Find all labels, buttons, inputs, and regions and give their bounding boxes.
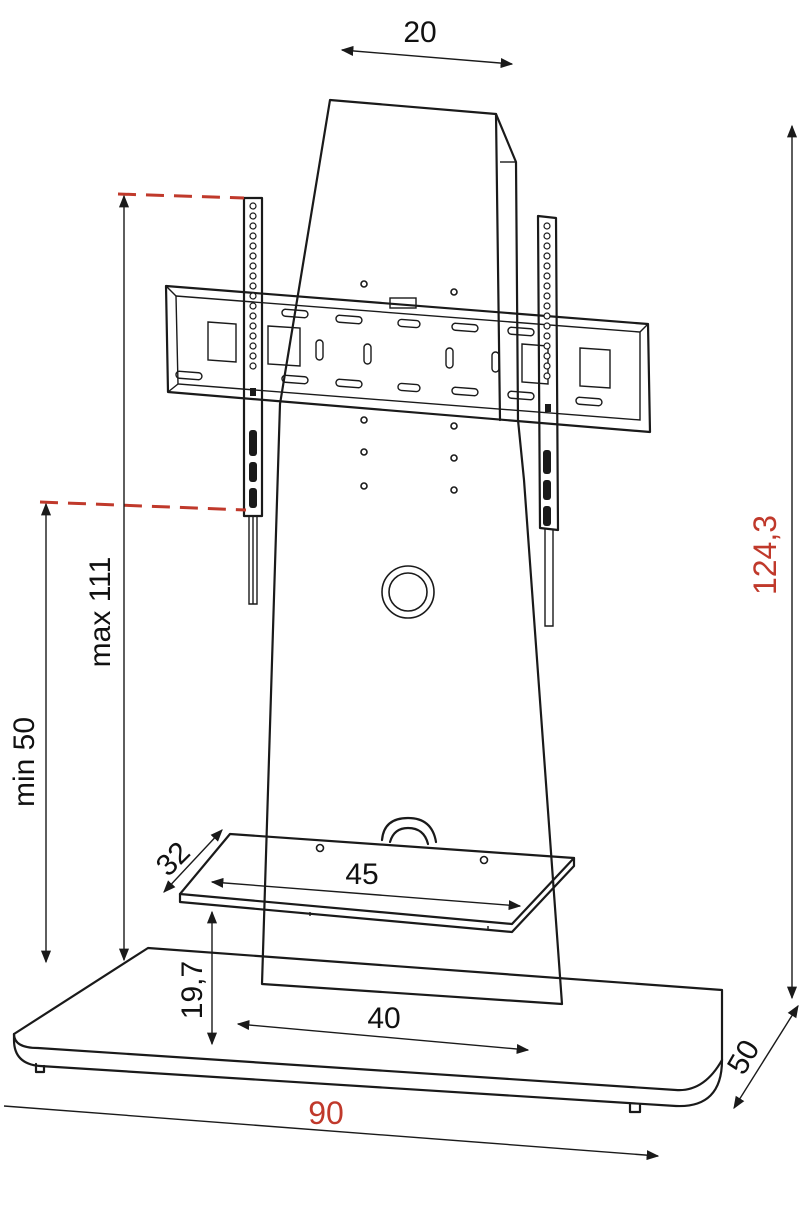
total-height-label: 124,3 — [747, 515, 783, 595]
mounting-plate — [164, 284, 652, 434]
max-height-label: max 111 — [84, 557, 117, 668]
shelf-depth-label: 32 — [150, 836, 197, 883]
min-height-label: min 50 — [8, 717, 41, 807]
reference-lines — [39, 192, 247, 512]
dimension-lines — [3, 45, 799, 1161]
column-base-width-label: 40 — [367, 1002, 400, 1035]
column — [260, 98, 564, 1006]
left-arm — [242, 196, 264, 605]
shelf-height-label: 19,7 — [176, 961, 209, 1019]
shelf-width-label: 45 — [345, 858, 378, 891]
base-width-label: 90 — [308, 1095, 344, 1131]
base-plate — [12, 946, 724, 1114]
right-arm — [536, 214, 560, 627]
base-depth-label: 50 — [721, 1035, 766, 1080]
top-width-label: 20 — [403, 16, 436, 49]
